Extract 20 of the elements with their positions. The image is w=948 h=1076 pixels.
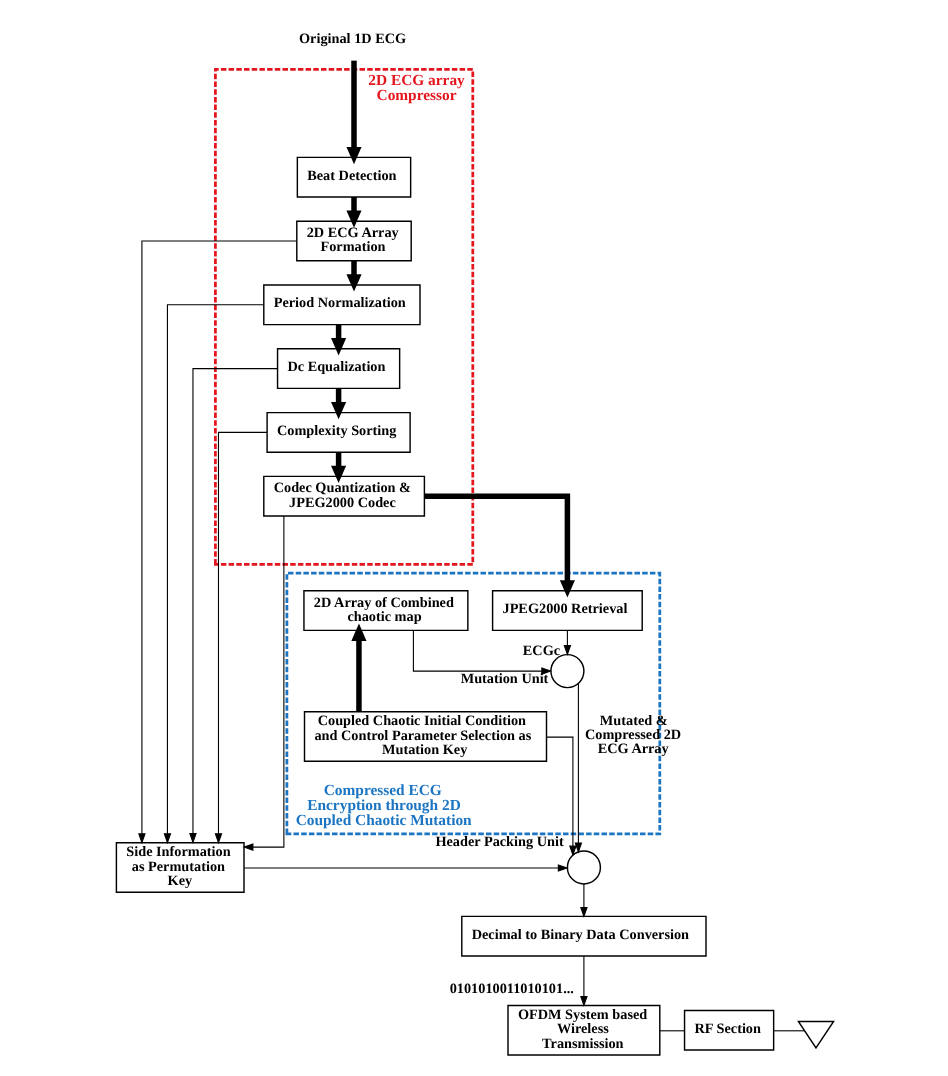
arrow [213, 431, 267, 845]
arrow [573, 683, 582, 854]
node-circle [549, 653, 584, 689]
arrow [345, 60, 361, 165]
node-antenna [796, 1020, 834, 1050]
arrow [345, 197, 361, 228]
arrow [137, 240, 297, 845]
arrow [423, 493, 574, 598]
arrow [545, 736, 576, 857]
connector [658, 1030, 684, 1032]
node-circle [565, 850, 601, 885]
connector [772, 1030, 804, 1032]
arrow [241, 515, 284, 851]
arrow [579, 955, 587, 1007]
arrow [162, 304, 263, 845]
arrow [411, 629, 552, 675]
arrow [188, 368, 277, 845]
arrow [350, 623, 366, 712]
arrow [242, 864, 568, 872]
arrow [579, 883, 587, 918]
